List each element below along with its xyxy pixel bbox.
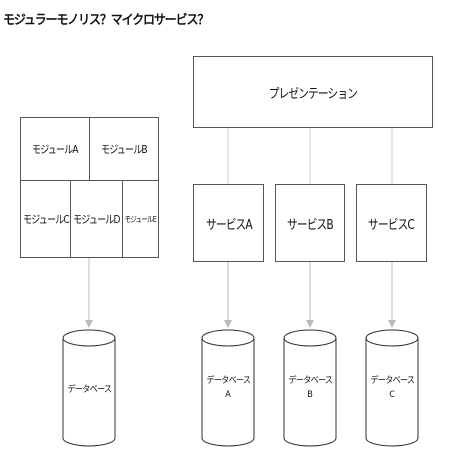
database-a-suffix: A xyxy=(225,389,232,400)
service-a-label: サービスA xyxy=(205,217,253,233)
database-c-name: データベース xyxy=(370,376,415,386)
database-a-label: データベース A xyxy=(196,375,260,402)
database-c-label: データベース C xyxy=(360,375,424,402)
service-a-box: サービスA xyxy=(193,184,264,262)
module-c-label: モジュールC xyxy=(22,213,70,226)
service-b-label: サービスB xyxy=(287,217,334,233)
database-b-suffix: B xyxy=(307,389,314,400)
module-d-label: モジュールD xyxy=(73,213,120,226)
module-b-label: モジュールB xyxy=(101,143,148,156)
module-e-label: モジュールE xyxy=(124,214,157,224)
service-c-label: サービスC xyxy=(368,217,416,233)
database-c-suffix: C xyxy=(389,389,396,400)
module-c-box: モジュールC xyxy=(20,180,71,258)
module-e-box: モジュールE xyxy=(122,180,159,258)
service-b-box: サービスB xyxy=(275,184,345,262)
presentation-box: プレゼンテーション xyxy=(193,56,433,128)
database-b-label: データベース B xyxy=(278,375,342,402)
database-b-name: データベース xyxy=(288,376,333,386)
database-a-name: データベース xyxy=(206,376,251,386)
presentation-label: プレゼンテーション xyxy=(268,86,358,102)
database-monolith-label: データベース xyxy=(67,385,112,395)
module-d-box: モジュールD xyxy=(70,180,123,258)
diagram-title: モジュラーモノリス？マイクロサービス？ xyxy=(3,13,209,28)
service-c-box: サービスC xyxy=(356,184,427,262)
module-b-box: モジュールB xyxy=(89,117,159,181)
module-a-label: モジュールA xyxy=(32,143,79,156)
module-a-box: モジュールA xyxy=(20,117,90,181)
